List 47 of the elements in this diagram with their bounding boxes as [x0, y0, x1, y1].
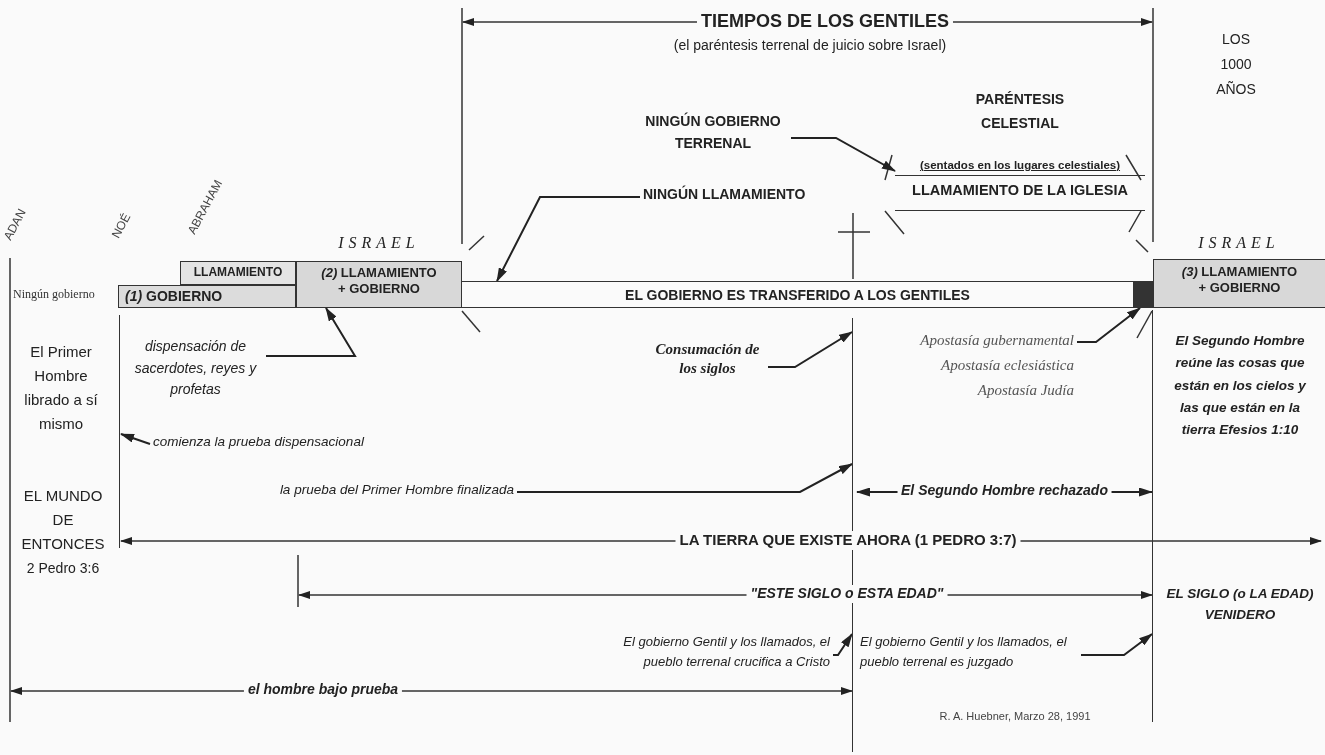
leader-arrow [1076, 307, 1141, 343]
timeline-box: (3) LLAMAMIENTO + GOBIERNO [1153, 259, 1325, 308]
timeline-divider [119, 315, 121, 548]
annotation-text: NINGÚN GOBIERNO TERRENAL [638, 110, 788, 154]
annotation-text: Apostasía gubernamental [878, 331, 1074, 353]
subtitle-text: (el paréntesis terrenal de juicio sobre Israel) [672, 37, 948, 55]
description-text: EL MUNDO DE ENTONCES [20, 486, 106, 554]
person-name: NOÉ [108, 211, 135, 241]
reference-text: 2 Pedro 3:6 [25, 560, 101, 578]
leader-arrow [496, 196, 641, 282]
heading-text: (sentados en los lugares celestiales) [918, 158, 1122, 173]
annotation-text: la prueba del Primer Hombre finalizada [236, 482, 514, 502]
timeline-box: LLAMAMIENTO [180, 261, 296, 285]
leader-arrow [516, 463, 853, 493]
leader-arrow [265, 307, 357, 357]
author-date-text: R. A. Huebner, Marzo 28, 1991 [938, 710, 1092, 724]
period-title: LOS 1000 AÑOS [1215, 30, 1257, 100]
annotation-text: NINGÚN LLAMAMIENTO [643, 186, 823, 208]
timeline-divider [1152, 310, 1154, 722]
dark-block [1133, 281, 1153, 308]
span-label: LA TIERRA QUE EXISTE AHORA (1 PEDRO 3:7) [675, 531, 1021, 550]
edge-label: El Segundo Hombre rechazado [897, 482, 1112, 500]
description-text: El Primer Hombre librado a sí mismo [23, 342, 99, 434]
leader-arrow [832, 633, 853, 656]
annotation-text: comienza la prueba dispensacional [153, 434, 423, 454]
timeline-box: (2) LLAMAMIENTO + GOBIERNO [296, 261, 462, 308]
leader-arrow [120, 433, 151, 445]
period-title: ISRAEL [1197, 233, 1281, 253]
description-text: El Segundo Hombre reúne las cosas que están en los cielos y las que están en la tierra Efesios 1:10 [1173, 332, 1307, 440]
leader-arrow [1080, 633, 1153, 656]
annotation-text: El gobierno Gentil y los llamados, el pueblo terrenal crucifica a Cristo [612, 632, 830, 676]
period-title: ISRAEL [337, 233, 421, 253]
annotation-text: Consumación de los siglos [650, 340, 765, 388]
timeline-band: EL GOBIERNO ES TRANSFERIDO A LOS GENTILES [462, 281, 1133, 308]
span-label: EL SIGLO (o LA EDAD) VENIDERO [1165, 585, 1315, 624]
span-label: el hombre bajo prueba [243, 681, 403, 699]
timeline-box: (1) GOBIERNO [118, 285, 296, 308]
annotation-text: dispensación de sacerdotes, reyes y profetas [128, 336, 263, 404]
annotation-text: Apostasía Judía [976, 381, 1074, 400]
annotation-text: El gobierno Gentil y los llamados, el pueblo terrenal es juzgado [860, 632, 1078, 676]
span-label: "ESTE SIGLO o ESTA EDAD" [746, 585, 948, 603]
box-label: LLAMAMIENTO DE LA IGLESIA [895, 175, 1145, 206]
leader-arrow [767, 331, 853, 368]
leader-arrow [790, 137, 896, 172]
period-title: PARÉNTESIS CELESTIAL [974, 90, 1066, 133]
annotation-text: Apostasía eclesiástica [939, 356, 1074, 375]
band-label: Ningún gobierno [13, 287, 96, 302]
